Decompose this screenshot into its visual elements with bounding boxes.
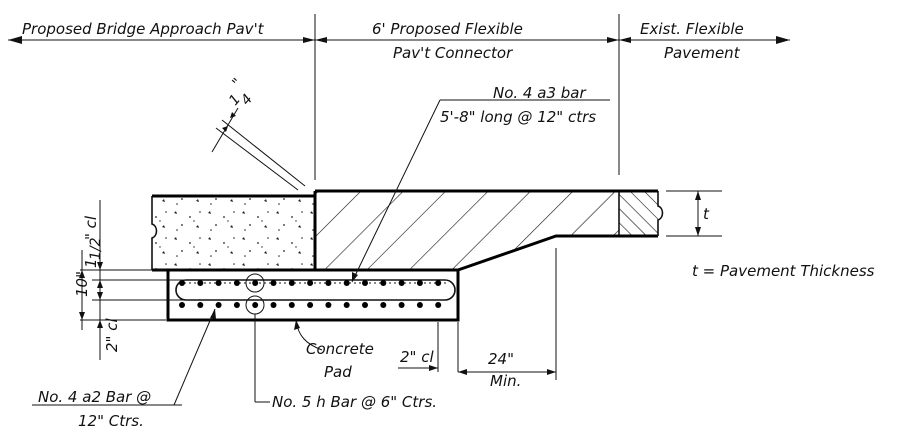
a3-bar-leader xyxy=(351,99,610,283)
a2-bar-label-line1: No. 4 a2 Bar @ xyxy=(38,388,151,406)
rebar-dot xyxy=(270,280,277,286)
rebar-dot xyxy=(307,280,314,286)
concrete-pad xyxy=(166,268,460,322)
approach-pavement-label: Proposed Bridge Approach Pav't xyxy=(22,20,265,38)
rebar-dot xyxy=(307,302,314,308)
rebar-dot xyxy=(233,302,240,308)
concrete-pad-leader xyxy=(294,319,323,351)
left-dimensions xyxy=(79,200,186,360)
rebar-dot xyxy=(398,280,405,286)
rebar-dot xyxy=(270,302,277,308)
rebar-dot xyxy=(343,302,350,308)
side-cover-label: 2" cl xyxy=(400,348,434,366)
bottom-right-dimensions xyxy=(398,248,557,380)
thickness-definition: t = Pavement Thickness xyxy=(692,262,875,280)
rebar-dot xyxy=(398,302,405,308)
top-cover-dim-group: 1 1/2 " cl xyxy=(82,215,104,268)
rebar-dot xyxy=(343,280,350,286)
h-bar-label: No. 5 h Bar @ 6" Ctrs. xyxy=(272,393,437,411)
a3-bar-label-line2: 5'-8" long @ 12" ctrs xyxy=(440,108,596,126)
rebar-dot xyxy=(252,302,259,308)
rebar-dot xyxy=(380,302,387,308)
rebar-dot xyxy=(215,302,222,308)
rebar-dots xyxy=(179,280,442,308)
top-cover-whole: 1 xyxy=(82,258,100,268)
quarter-inch-den: 4 xyxy=(238,91,256,108)
min-length-label: 24" xyxy=(488,350,514,368)
rebar-dot xyxy=(197,280,204,286)
flexible-connector xyxy=(313,189,620,272)
thickness-symbol: t xyxy=(703,205,710,223)
rebar-dot xyxy=(325,302,332,308)
top-cover-frac: 1/2 xyxy=(88,237,104,260)
rebar-dot xyxy=(252,280,259,286)
rebar-dot xyxy=(215,280,222,286)
rebar-dot xyxy=(435,302,442,308)
rebar-dot xyxy=(435,280,442,286)
rebar-dot xyxy=(179,280,185,286)
a2-bar-label-line2: 12" Ctrs. xyxy=(78,412,144,430)
quarter-inch-offset xyxy=(211,107,306,191)
rebar-dot xyxy=(288,302,295,308)
rebar-dot xyxy=(362,302,368,308)
connector-label-line1: 6' Proposed Flexible xyxy=(372,20,523,38)
concrete-pad-label-line1: Concrete xyxy=(306,340,374,358)
h-bar-leader xyxy=(254,314,270,403)
h-bar-circle-top xyxy=(245,273,265,293)
rebar-dot xyxy=(197,302,204,308)
concrete-pad-label-line2: Pad xyxy=(324,363,352,381)
existing-pavement-label-line1: Exist. Flexible xyxy=(640,20,744,38)
rebar-dot xyxy=(233,280,240,286)
rebar-dot xyxy=(325,280,332,286)
a3-bar-label-line1: No. 4 a3 bar xyxy=(493,84,586,102)
header-dimension-lines xyxy=(8,14,790,180)
existing-pavement xyxy=(619,189,664,238)
rebar-dot xyxy=(288,280,295,286)
slab-depth-label: 10" xyxy=(73,271,91,297)
thickness-dimension xyxy=(666,190,722,237)
min-label: Min. xyxy=(490,372,521,390)
rebar-dot xyxy=(362,280,368,286)
existing-pavement-label-line2: Pavement xyxy=(664,44,741,62)
approach-slab xyxy=(151,194,317,272)
bottom-cover-label: 2" cl xyxy=(103,318,121,352)
rebar-dot xyxy=(179,302,185,308)
connector-label-line2: Pav't Connector xyxy=(393,44,513,62)
a2-bar-leader xyxy=(32,308,216,406)
quarter-inch-mark: " xyxy=(229,75,245,90)
top-cover-unit: " cl xyxy=(82,215,100,240)
rebar-dot xyxy=(416,302,423,308)
rebar-dot xyxy=(416,280,423,286)
rebar-dot xyxy=(380,280,387,286)
